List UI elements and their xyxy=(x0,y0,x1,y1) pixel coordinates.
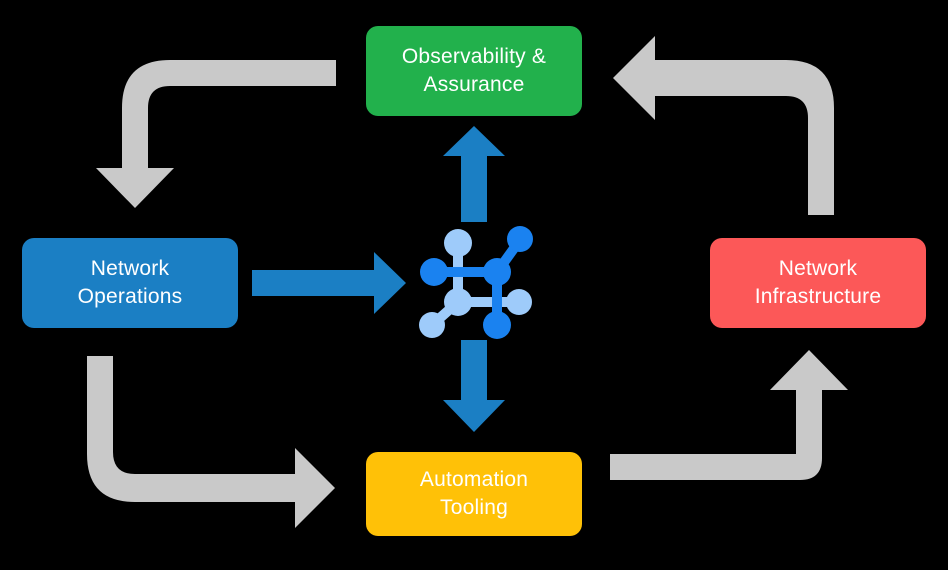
topology-node-bottom-right xyxy=(483,311,511,339)
node-automation-tooling-label: Automation Tooling xyxy=(419,468,529,519)
node-observability-assurance-label: Observability & Assurance xyxy=(401,45,547,96)
node-automation-tooling[interactable]: Automation Tooling xyxy=(366,452,582,536)
arrow-center-to-observability xyxy=(443,126,505,222)
topology-node-left xyxy=(420,258,448,286)
topology-node-bottom-left xyxy=(419,312,445,338)
arrow-operations-to-center xyxy=(252,252,406,314)
arrow-infrastructure-to-observability xyxy=(613,36,834,215)
topology-node-top-right xyxy=(507,226,533,252)
topology-node-middle-right xyxy=(506,289,532,315)
node-network-operations[interactable]: Network Operations xyxy=(22,238,238,328)
arrow-observability-to-operations xyxy=(96,60,336,208)
node-network-infrastructure-label: Network Infrastructure xyxy=(754,257,882,308)
node-network-infrastructure[interactable]: Network Infrastructure xyxy=(710,238,926,328)
node-network-operations-label: Network Operations xyxy=(77,257,183,308)
arrow-automation-to-infrastructure xyxy=(610,350,848,480)
topology-node-center-right xyxy=(483,258,511,286)
network-topology-icon-graph xyxy=(419,226,533,339)
node-observability-assurance[interactable]: Observability & Assurance xyxy=(366,26,582,116)
arrow-operations-to-automation xyxy=(87,356,335,528)
arrow-center-to-automation xyxy=(443,340,505,432)
topology-node-middle-left xyxy=(444,288,472,316)
topology-node-top-center xyxy=(444,229,472,257)
